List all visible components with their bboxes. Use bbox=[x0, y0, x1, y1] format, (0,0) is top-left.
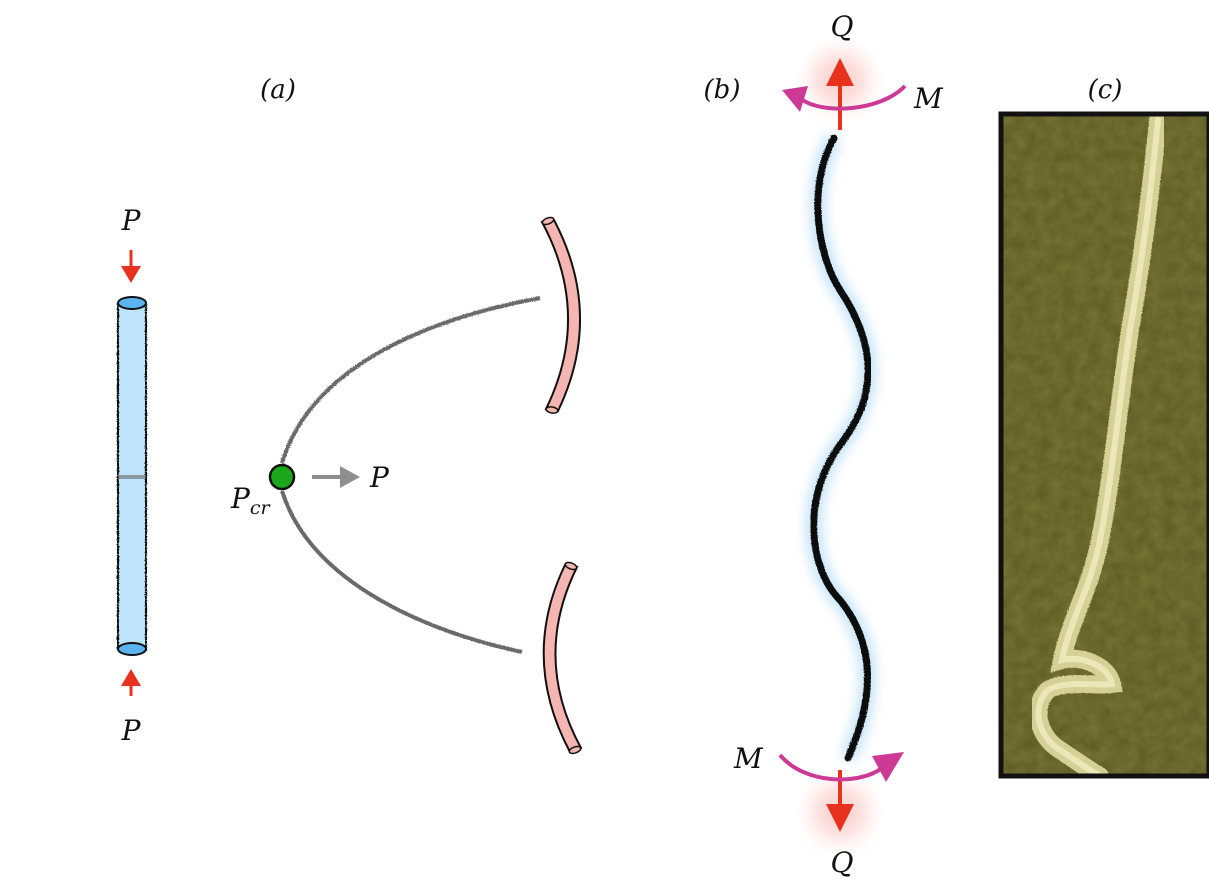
filament-highlight bbox=[1035, 117, 1161, 776]
load-arrow-bottom bbox=[121, 669, 141, 696]
critical-point-label: Pcr bbox=[230, 482, 271, 519]
buckled-column-up-icon bbox=[540, 216, 582, 414]
force-label-bottom: Q bbox=[831, 846, 854, 879]
micrograph-frame bbox=[998, 111, 1209, 779]
bifurcation-branch-lower bbox=[280, 490, 523, 654]
load-label-bottom: P bbox=[121, 714, 142, 747]
moment-arrow-bottom bbox=[778, 752, 904, 782]
bifurcation-branch-upper bbox=[280, 296, 541, 464]
buckled-column-down-icon bbox=[542, 561, 583, 755]
load-label-top: P bbox=[121, 204, 142, 237]
axis-arrow-head bbox=[340, 466, 360, 488]
moment-arrow-top bbox=[782, 84, 907, 112]
panel-a-label: (a) bbox=[260, 75, 296, 105]
force-label-top: Q bbox=[831, 10, 854, 43]
panel-c-label: (c) bbox=[1088, 75, 1123, 105]
axis-arrow-label: P bbox=[369, 461, 390, 494]
critical-point-dot-icon bbox=[268, 463, 296, 491]
micrograph-photo bbox=[1001, 114, 1209, 776]
moment-label-top: M bbox=[913, 82, 944, 115]
moment-label-bottom: M bbox=[733, 742, 764, 775]
helical-rod bbox=[810, 134, 872, 762]
force-arrow-top bbox=[826, 58, 854, 130]
load-arrow-top bbox=[121, 250, 141, 283]
force-arrow-bottom bbox=[826, 770, 854, 832]
panel-b-label: (b) bbox=[704, 75, 741, 105]
